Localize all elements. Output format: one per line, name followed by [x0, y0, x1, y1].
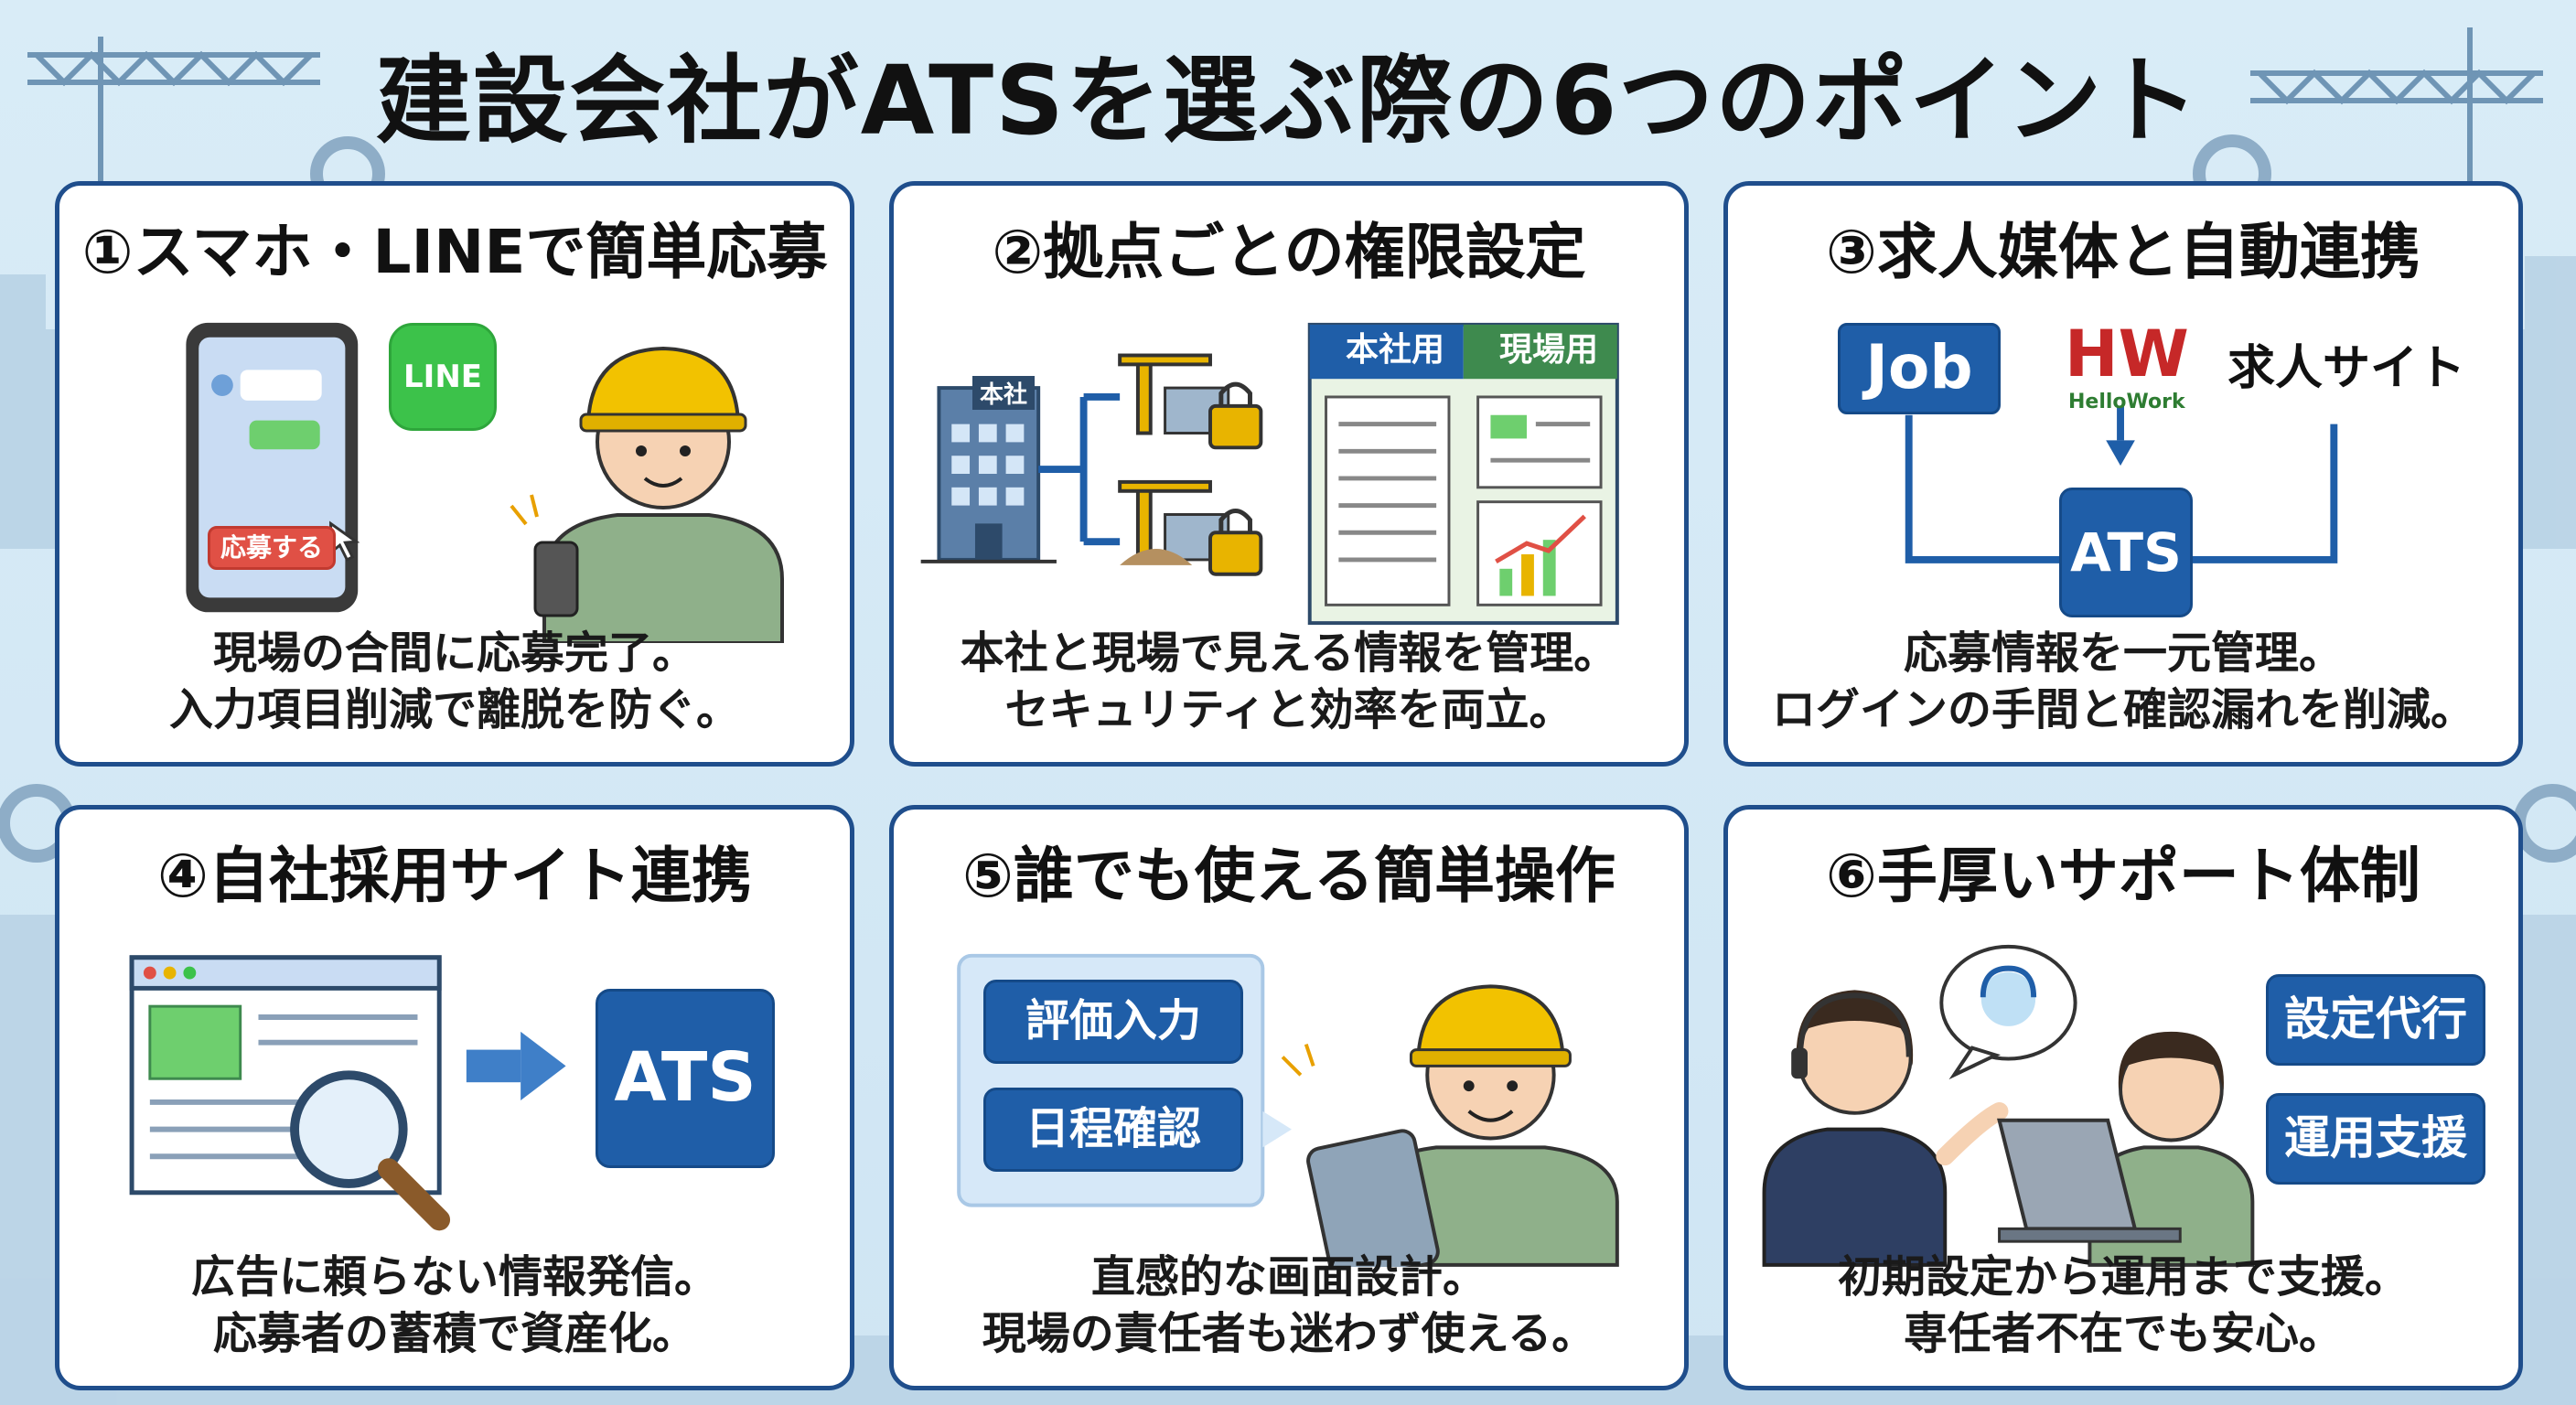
- page-title: 建設会社がATSを選ぶ際の6つのポイント: [375, 45, 2201, 156]
- card-job-media-integration: ③求人媒体と自動連携 Job HW HelloWork 求人サイト ATS 応募…: [1723, 181, 2523, 767]
- hq-label: 本社: [972, 376, 1036, 410]
- card-support: ⑥手厚いサポート体制 設定代行 運用支援 初期設定から運用まで支援。 専任者不在…: [1723, 805, 2523, 1390]
- speech-bubble-icon: [1939, 944, 2077, 1080]
- building-icon: [920, 322, 1619, 626]
- magnifier-icon: [290, 1070, 451, 1231]
- ats-box: ATS: [596, 989, 775, 1168]
- setup-service-button[interactable]: 設定代行: [2266, 974, 2485, 1066]
- card-smartphone-line: ①スマホ・LINEで簡単応募 応募する LINE 現場の合間に応募完了。 入力項…: [55, 181, 854, 767]
- line-logo-icon: LINE: [389, 323, 497, 431]
- browser-window-icon: [129, 955, 566, 1231]
- crane-icon: [1118, 353, 1212, 562]
- operation-support-button[interactable]: 運用支援: [2266, 1093, 2485, 1185]
- crane-left-icon: [27, 37, 320, 183]
- card-title: ②拠点ごとの権限設定: [992, 217, 1586, 287]
- headset-operator-icon: [1762, 944, 2255, 1267]
- card-title: ⑤誰でも使える簡単操作: [962, 841, 1615, 911]
- card-description: 現場の合間に応募完了。 入力項目削減で離脱を防ぐ。: [168, 627, 740, 735]
- card-description: 本社と現場で見える情報を管理。 セキュリティと効率を両立。: [960, 627, 1618, 735]
- evaluation-input-button[interactable]: 評価入力: [983, 980, 1243, 1064]
- card-description: 直感的な画面設計。 現場の責任者も迷わず使える。: [982, 1251, 1596, 1359]
- tab-site[interactable]: 現場用: [1498, 331, 1598, 369]
- job-logo: Job: [1838, 323, 2001, 414]
- lock-icon: [1208, 381, 1263, 576]
- card-description: 初期設定から運用まで支援。 専任者不在でも安心。: [1837, 1251, 2409, 1359]
- card-title: ①スマホ・LINEで簡単応募: [81, 217, 828, 287]
- document-icon: [1325, 395, 1451, 606]
- laptop-icon: [1997, 1118, 2182, 1243]
- tab-hq[interactable]: 本社用: [1345, 331, 1444, 369]
- card-description: 応募情報を一元管理。 ログインの手間と確認漏れを削減。: [1771, 627, 2474, 735]
- worker-helmet-icon: [1281, 984, 1619, 1267]
- card-title: ④自社採用サイト連携: [157, 841, 752, 911]
- card-title: ⑥手厚いサポート体制: [1826, 841, 2420, 911]
- crane-right-icon: [2250, 27, 2543, 183]
- worker-helmet-icon: [510, 346, 784, 643]
- ats-box: ATS: [2059, 488, 2193, 617]
- card-easy-operation: ⑤誰でも使える簡単操作 評価入力 日程確認 直感的な画面設計。 現場の責任者も迷…: [889, 805, 1689, 1390]
- card-title: ③求人媒体と自動連携: [1826, 217, 2420, 287]
- card-description: 広告に頼らない情報発信。 応募者の蓄積で資産化。: [190, 1251, 718, 1359]
- hellowork-logo: HW: [2065, 316, 2189, 391]
- schedule-check-button[interactable]: 日程確認: [983, 1088, 1243, 1172]
- job-site-label: 求人サイト: [2227, 341, 2466, 396]
- apply-button[interactable]: 応募する: [208, 526, 336, 570]
- chart-icon: [1476, 500, 1603, 606]
- card-permission-settings: ②拠点ごとの権限設定: [889, 181, 1689, 767]
- arrow-right-icon: [466, 1031, 566, 1100]
- hellowork-sub: HelloWork: [2068, 391, 2185, 413]
- card-company-site: ④自社採用サイト連携 ATS 広告に頼らない情報発信。 応募者の蓄積で資産化。: [55, 805, 854, 1390]
